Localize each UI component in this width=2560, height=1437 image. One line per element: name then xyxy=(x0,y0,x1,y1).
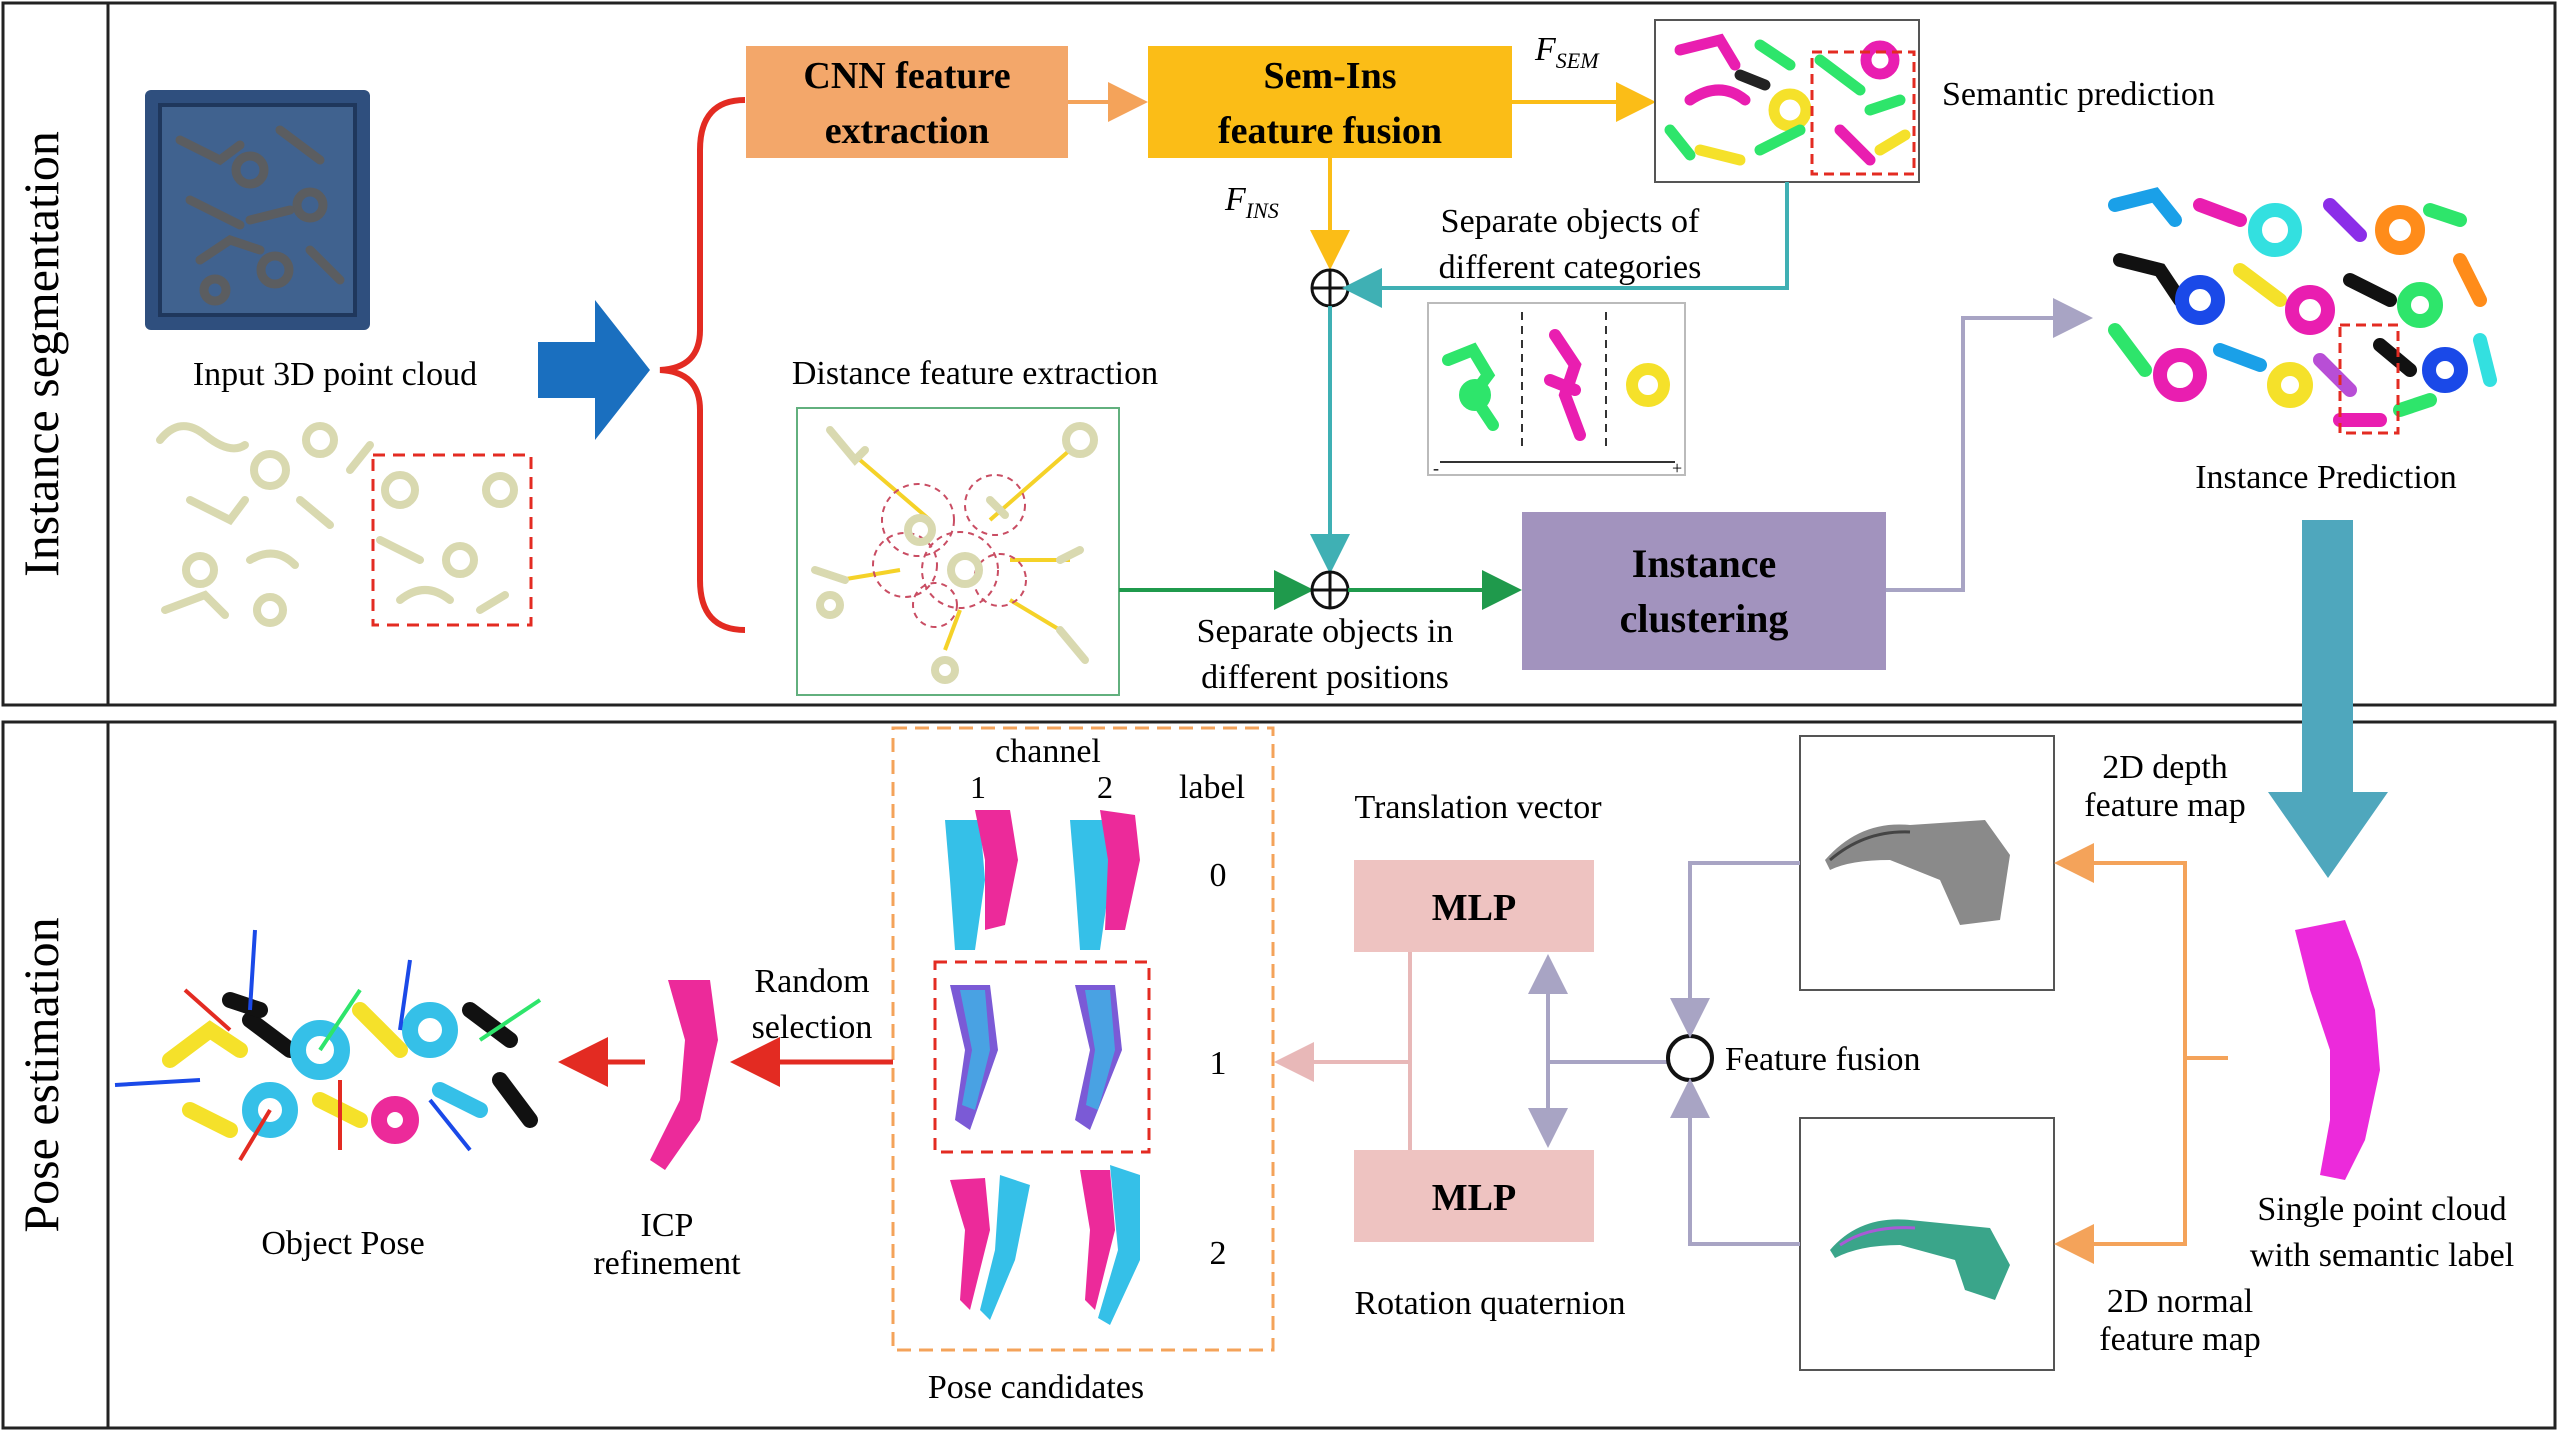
semantic-prediction-label: Semantic prediction xyxy=(1942,76,2215,113)
input-photo xyxy=(145,90,370,330)
pose-candidates-label: Pose candidates xyxy=(928,1369,1144,1406)
label-0: 0 xyxy=(1210,857,1227,894)
pose-candidates-box xyxy=(891,726,1275,1352)
depth-map-label-2: feature map xyxy=(2084,787,2245,824)
category-panel: - + xyxy=(1427,302,1686,478)
feature-fusion-label: Feature fusion xyxy=(1725,1041,1920,1078)
depth-feature-map-image xyxy=(1799,735,2055,991)
distance-feature-label: Distance feature extraction xyxy=(792,355,1158,392)
svg-text:+: + xyxy=(1672,458,1682,478)
distance-feature-image xyxy=(796,407,1120,696)
channel-2-label: 2 xyxy=(1097,769,1113,805)
mlp-rotation-label: MLP xyxy=(1432,1177,1516,1219)
semantic-prediction-image xyxy=(1654,19,1920,183)
feature-fusion-node xyxy=(1666,1034,1714,1082)
pose-frame xyxy=(1,720,2557,1430)
separate-positions-label-1: Separate objects in xyxy=(1197,613,1454,650)
icp-hammer-image xyxy=(650,980,718,1170)
separate-categories-label-2: different categories xyxy=(1439,249,1702,286)
split-brace xyxy=(659,97,746,633)
input-arrow xyxy=(538,300,650,440)
instance-clustering-label-1: Instance xyxy=(1632,541,1776,586)
input-point-cloud xyxy=(156,422,518,627)
normal-feature-map-image xyxy=(1799,1117,2055,1371)
input-zoom-box xyxy=(371,453,533,627)
object-pose-image xyxy=(114,929,542,1162)
rotation-label: Rotation quaternion xyxy=(1354,1285,1625,1322)
cnn-box xyxy=(746,46,1068,158)
icp-label-1: ICP xyxy=(641,1207,694,1244)
normal-map-label-1: 2D normal xyxy=(2107,1283,2253,1320)
candidate-row-0 xyxy=(945,810,1140,950)
translation-label: Translation vector xyxy=(1354,789,1602,826)
single-cloud-label-1: Single point cloud xyxy=(2257,1191,2506,1228)
channel-1-label: 1 xyxy=(970,769,986,805)
mlp-translation-box xyxy=(1354,860,1594,952)
semins-box xyxy=(1148,46,1512,158)
mlp-translation-label: MLP xyxy=(1432,887,1516,929)
down-arrow xyxy=(2268,520,2388,878)
instance-prediction-image xyxy=(2108,187,2497,427)
label-column-header: label xyxy=(1179,769,1245,806)
label-2: 2 xyxy=(1210,1235,1227,1272)
input-label: Input 3D point cloud xyxy=(193,356,477,393)
fsem-label: FSEM xyxy=(1534,31,1600,73)
cnn-label-2: extraction xyxy=(825,110,990,152)
random-selection-label-2: selection xyxy=(752,1009,873,1046)
semins-label-2: feature fusion xyxy=(1218,110,1442,152)
instance-clustering-label-2: clustering xyxy=(1620,596,1789,641)
sum-node-1 xyxy=(1310,268,1350,308)
icp-label-2: refinement xyxy=(593,1245,741,1282)
instance-prediction-label: Instance Prediction xyxy=(2195,459,2457,496)
candidate-row-1 xyxy=(950,985,1122,1130)
label-1: 1 xyxy=(1210,1045,1227,1082)
single-cloud-label-2: with semantic label xyxy=(2250,1237,2514,1274)
candidate-row-2 xyxy=(950,1165,1140,1325)
channel-label: channel xyxy=(995,733,1101,770)
section-title-segmentation: Instance segmentation xyxy=(13,131,69,577)
mlp-rotation-box xyxy=(1354,1150,1594,1242)
section-title-pose: Pose estimation xyxy=(13,917,69,1232)
sum-node-2 xyxy=(1310,570,1350,610)
selected-candidate-box xyxy=(933,960,1151,1154)
semins-label-1: Sem-Ins xyxy=(1263,55,1396,97)
fins-label: FINS xyxy=(1224,181,1279,223)
separate-categories-label-1: Separate objects of xyxy=(1441,203,1700,240)
object-pose-label: Object Pose xyxy=(261,1225,424,1262)
cnn-label-1: CNN feature xyxy=(803,55,1010,97)
single-point-cloud-image xyxy=(2295,920,2380,1180)
instance-clustering-box xyxy=(1522,512,1886,670)
depth-map-label-1: 2D depth xyxy=(2102,749,2228,786)
random-selection-label-1: Random xyxy=(754,963,869,1000)
instance-zoom-box xyxy=(2338,323,2400,435)
normal-map-label-2: feature map xyxy=(2099,1321,2260,1358)
svg-text:-: - xyxy=(1433,458,1439,478)
separate-positions-label-2: different positions xyxy=(1201,659,1449,696)
segmentation-frame xyxy=(1,1,2557,707)
